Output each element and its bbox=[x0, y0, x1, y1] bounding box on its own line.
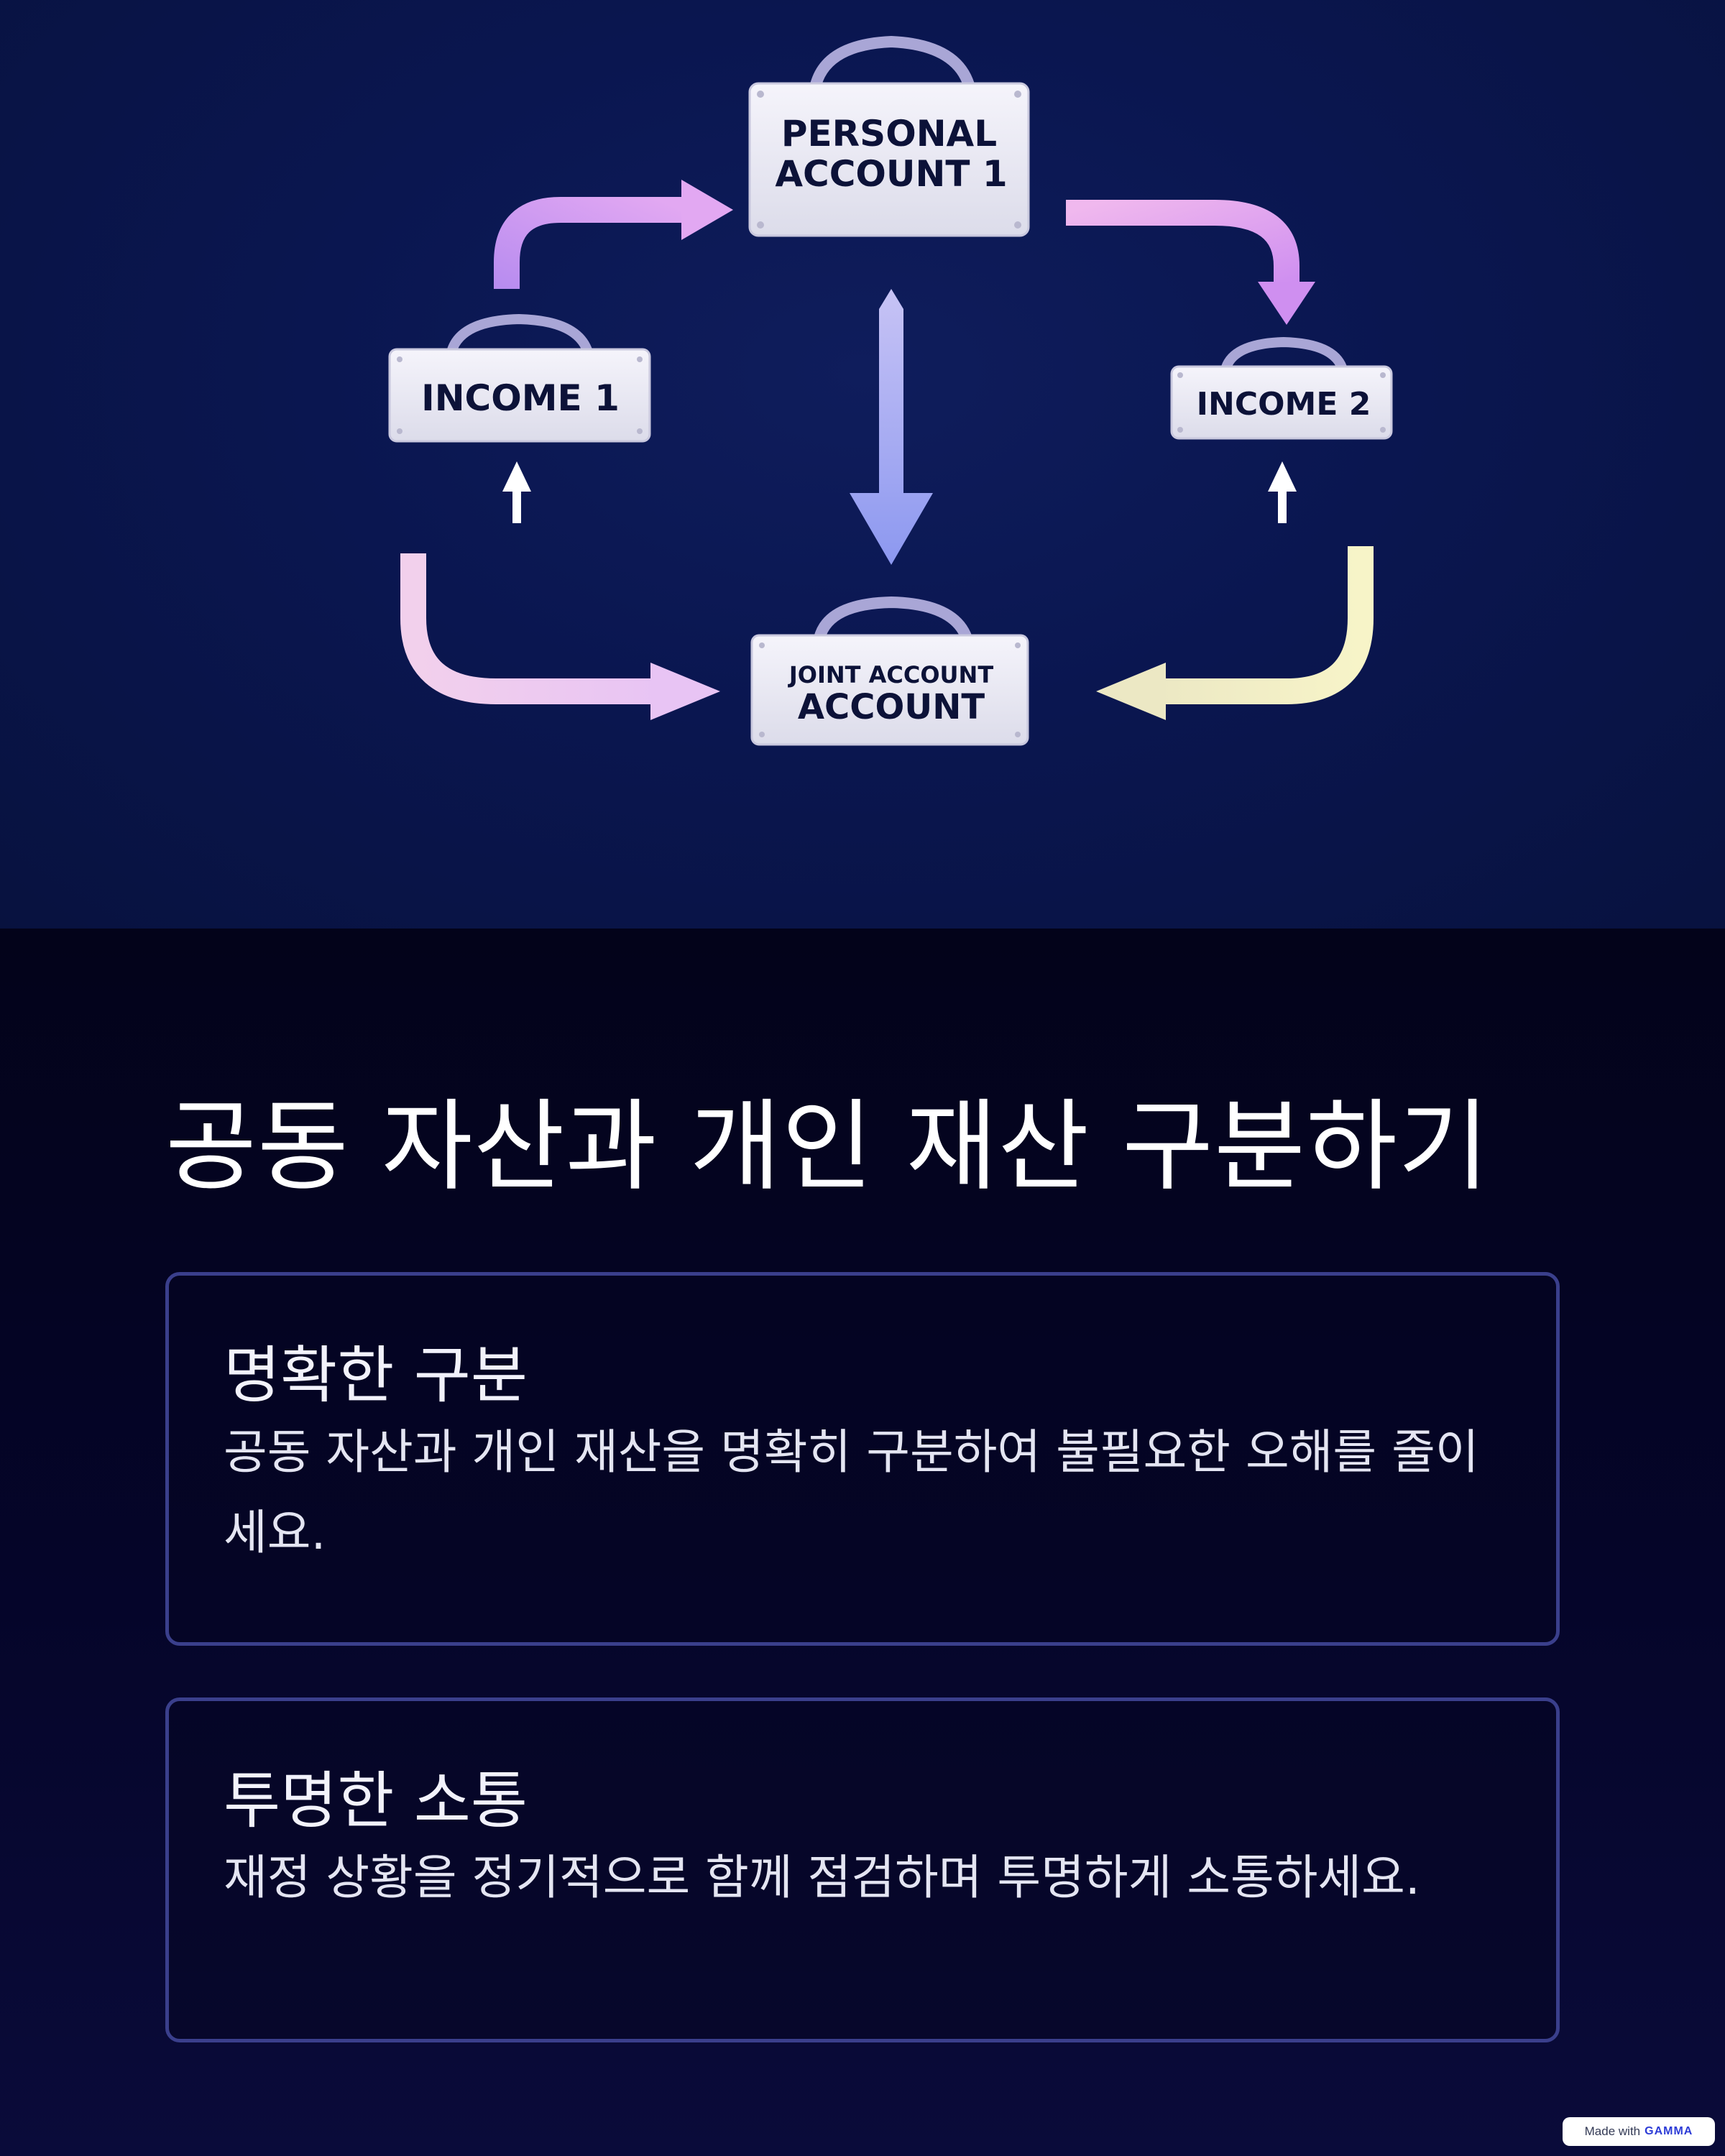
card-heading: 명확한 구분 bbox=[224, 1340, 528, 1411]
personal-account-label-line1: PERSONAL bbox=[781, 113, 997, 155]
joint-account-box: JOINT ACCOUNT ACCOUNT bbox=[750, 596, 1029, 746]
arrow-up-income2 bbox=[1268, 461, 1297, 523]
income2-box: INCOME 2 bbox=[1170, 336, 1393, 440]
joint-account-label-line1: JOINT ACCOUNT bbox=[788, 661, 993, 688]
income2-label: INCOME 2 bbox=[1197, 386, 1371, 423]
arrow-personal-to-income2 bbox=[1066, 200, 1315, 325]
page-title: 공동 자산과 개인 재산 구분하기 bbox=[165, 1089, 1490, 1204]
card-body: 공동 자산과 개인 재산을 명확히 구분하여 불필요한 오해를 줄이세요. bbox=[224, 1424, 1479, 1560]
income1-box: INCOME 1 bbox=[388, 313, 651, 443]
content-section: 공동 자산과 개인 재산 구분하기 명확한 구분 공동 자산과 개인 재산을 명… bbox=[0, 929, 1725, 2156]
arrow-income1-to-personal bbox=[494, 180, 733, 289]
joint-account-label-line2: ACCOUNT bbox=[798, 687, 985, 727]
arrow-right-to-joint bbox=[1096, 546, 1374, 720]
info-card-clear-separation: 명확한 구분 공동 자산과 개인 재산을 명확히 구분하여 불필요한 오해를 줄… bbox=[165, 1272, 1560, 1646]
gamma-logo-text: GAMMA bbox=[1644, 2125, 1693, 2137]
arrow-up-income1 bbox=[502, 461, 531, 523]
arrow-personal-to-joint bbox=[850, 289, 933, 565]
badge-prefix: Made with bbox=[1584, 2124, 1641, 2138]
personal-account-label-line2: ACCOUNT 1 bbox=[775, 153, 1007, 195]
arrow-left-to-joint bbox=[400, 553, 720, 720]
card-heading: 투명한 소통 bbox=[224, 1765, 528, 1837]
info-card-transparent-communication: 투명한 소통 재정 상황을 정기적으로 함께 점검하며 투명하게 소통하세요. bbox=[165, 1697, 1560, 2042]
card-body: 재정 상황을 정기적으로 함께 점검하며 투명하게 소통하세요. bbox=[224, 1850, 1420, 1905]
income1-label: INCOME 1 bbox=[421, 377, 620, 419]
made-with-gamma-badge[interactable]: Made with GAMMA bbox=[1563, 2117, 1715, 2146]
personal-account-box: PERSONAL ACCOUNT 1 bbox=[748, 35, 1030, 237]
account-flow-diagram: PERSONAL ACCOUNT 1 INCOME 1 INCOME 2 bbox=[388, 35, 1393, 746]
hero-illustration: PERSONAL ACCOUNT 1 INCOME 1 INCOME 2 bbox=[0, 0, 1725, 929]
